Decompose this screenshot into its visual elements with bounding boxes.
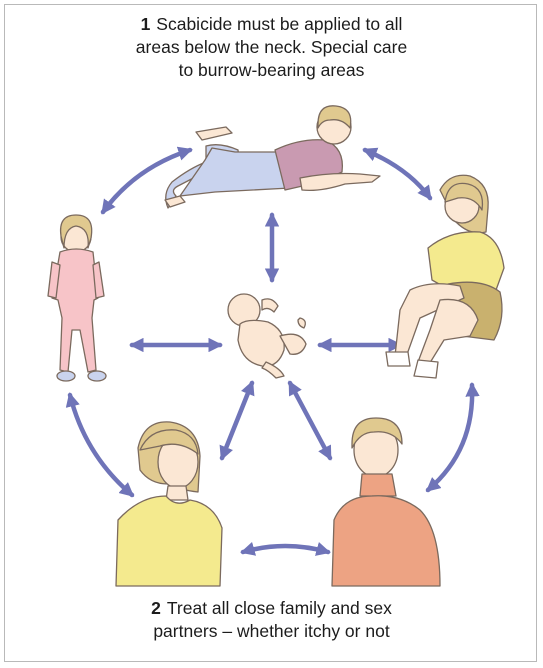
arrow-girl-to-man [428, 385, 472, 490]
arrow-child-to-woman [70, 395, 132, 495]
girl-sitting-figure [386, 175, 504, 378]
man-figure [332, 418, 440, 586]
baby-figure [228, 294, 306, 378]
arrow-lying-to-girl [365, 150, 430, 198]
person-lying-figure [165, 106, 380, 208]
caption-bottom-line-1: Treat all close family and sex [167, 598, 392, 618]
arrow-baby-to-man [290, 383, 330, 458]
caption-bottom-line-2: partners – whether itchy or not [0, 620, 543, 643]
woman-figure [116, 422, 222, 586]
caption-bottom: 2 Treat all close family and sex partners… [0, 597, 543, 643]
arrow-baby-to-woman [222, 383, 252, 458]
caption-bottom-number: 2 [151, 598, 161, 618]
arrow-woman-to-man [243, 546, 328, 552]
child-in-pyjamas-figure [48, 215, 106, 381]
